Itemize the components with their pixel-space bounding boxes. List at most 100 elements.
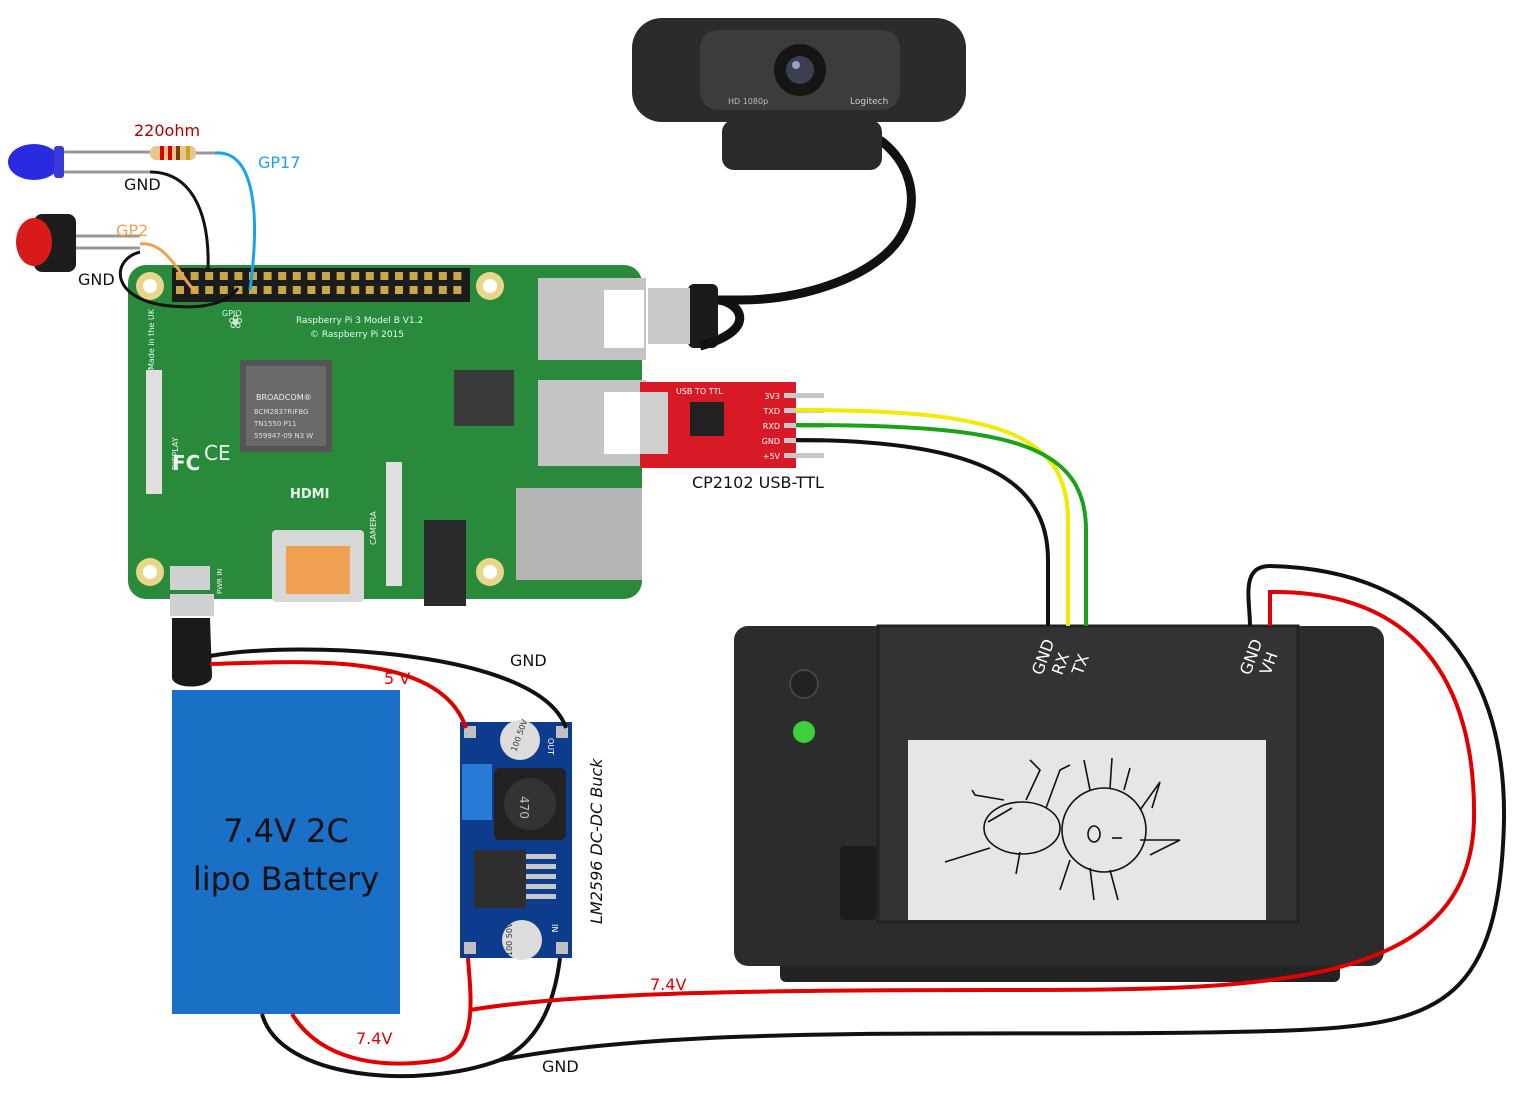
webcam-res: HD 1080p xyxy=(728,97,768,106)
resistor-component xyxy=(150,146,215,160)
buck-inductor-label: 470 xyxy=(517,796,531,819)
pi-display-connector xyxy=(146,370,162,494)
resistor-band xyxy=(176,146,180,160)
pi-buck-gnd-label: GND xyxy=(510,651,547,670)
ttl-pin-label: RXD xyxy=(763,422,780,431)
gpio-pin xyxy=(322,286,330,294)
gpio-pin xyxy=(395,272,403,280)
pi-pwr-label: PWR IN xyxy=(216,568,224,594)
gpio-pin xyxy=(220,286,228,294)
five-volt-label: 5 V xyxy=(384,669,410,688)
ttl-pin-label: GND xyxy=(762,437,780,446)
ttl-pin-label: 3V3 xyxy=(764,392,780,401)
printer-button xyxy=(790,670,818,698)
gpio-pin xyxy=(424,286,432,294)
gpio-pin xyxy=(380,272,388,280)
pi-model-line2: © Raspberry Pi 2015 xyxy=(310,330,404,340)
pi-made-in: Made in the UK xyxy=(147,308,156,370)
pi-power-port xyxy=(170,566,210,590)
gpio-pin xyxy=(351,286,359,294)
buck-potentiometer xyxy=(462,764,492,820)
battery-body xyxy=(172,690,400,1014)
pi-audio-jack xyxy=(424,520,466,606)
gpio-pin xyxy=(337,272,345,280)
webcam: HD 1080p Logitech xyxy=(632,18,966,348)
gpio-pin xyxy=(410,272,418,280)
raspberry-logo-icon: ❀ xyxy=(228,312,243,333)
gpio-pin xyxy=(439,286,447,294)
buck-pad xyxy=(464,942,476,954)
gpio-pin xyxy=(293,272,301,280)
ttl-pin-label: +5V xyxy=(763,452,781,461)
pi-mount-hole-center xyxy=(483,279,497,293)
lm2596-buck-module: 100 50V 470 100 50V OUT IN xyxy=(460,718,572,960)
gpio-pin xyxy=(307,286,315,294)
battery-voltage-label: 7.4V xyxy=(356,1029,392,1048)
pi-model-line1: Raspberry Pi 3 Model B V1.2 xyxy=(296,316,423,326)
printer-voltage-label: 7.4V xyxy=(650,975,686,994)
pi-usb-port-top-slot xyxy=(604,290,644,348)
gpio-pin xyxy=(351,272,359,280)
buck-cap-bottom-label: 100 50V xyxy=(505,922,514,956)
webcam-usb-metal xyxy=(648,288,690,344)
pi-ce: CE xyxy=(204,441,231,465)
resistor-band xyxy=(186,146,190,160)
buck-ic-leg xyxy=(526,884,556,889)
buck-label: LM2596 DC-DC Buck xyxy=(587,758,606,924)
gpio-pin xyxy=(278,272,286,280)
ttl-pin xyxy=(784,393,824,398)
printer-paper xyxy=(908,740,1266,920)
usb-ttl-label: CP2102 USB-TTL xyxy=(692,473,824,492)
ttl-pin-label: TXD xyxy=(762,407,780,416)
buck-ic-leg xyxy=(526,894,556,899)
pi-soc-line2: TN1550 P11 xyxy=(253,420,297,428)
gpio-pin xyxy=(205,272,213,280)
webcam-lens-inner xyxy=(786,56,814,84)
buck-ic-leg xyxy=(526,864,556,869)
ttl-title: USB TO TTL xyxy=(676,387,723,396)
buck-ic-leg xyxy=(526,874,556,879)
gpio-pin xyxy=(410,286,418,294)
gpio-pin xyxy=(337,286,345,294)
pi-power-plug-metal xyxy=(170,594,214,616)
pi-ethernet-port xyxy=(516,488,642,580)
pi-fcc: FC xyxy=(172,451,200,475)
pi-lan-chip xyxy=(454,370,514,426)
led-gnd-label: GND xyxy=(124,175,161,194)
pi-camera-label: CAMERA xyxy=(369,511,378,545)
gpio-pin xyxy=(191,272,199,280)
gpio-pin xyxy=(234,272,242,280)
pi-soc-line1: BCM2837RIFBG xyxy=(254,408,308,416)
battery-label-line1: 7.4V 2C xyxy=(223,812,349,850)
raspberry-pi-board: GPIO ❀ Raspberry Pi 3 Model B V1.2 © Ras… xyxy=(128,265,646,606)
gpio-pin xyxy=(220,272,228,280)
thermal-printer: GNDRXTX GNDVH xyxy=(734,626,1384,982)
webcam-stand xyxy=(722,120,882,170)
gpio-pin xyxy=(264,272,272,280)
resistor-label: 220ohm xyxy=(134,121,200,140)
gpio-pin xyxy=(366,286,374,294)
webcam-lens-glint xyxy=(792,61,800,69)
buck-out-label: OUT xyxy=(546,738,555,755)
battery-label-line2: lipo Battery xyxy=(193,860,379,898)
led-rim xyxy=(54,146,64,178)
pi-camera-connector xyxy=(386,462,402,586)
gpio-pin xyxy=(278,286,286,294)
pi-hdmi-label: HDMI xyxy=(290,487,329,502)
gpio-pin xyxy=(176,286,184,294)
led-icon xyxy=(8,144,60,180)
ttl-pin xyxy=(784,453,824,458)
webcam-brand: Logitech xyxy=(850,97,888,107)
button-gnd-label: GND xyxy=(78,270,115,289)
printer-paper-lever xyxy=(840,846,876,920)
bottom-gnd-label: GND xyxy=(542,1057,579,1076)
gpio-pin xyxy=(380,286,388,294)
gp17-label: GP17 xyxy=(258,153,300,172)
pi-mount-hole-center xyxy=(143,279,157,293)
gp2-label: GP2 xyxy=(116,221,148,240)
buck-pad xyxy=(556,942,568,954)
gpio-pin xyxy=(264,286,272,294)
pi-mount-hole-center xyxy=(483,565,497,579)
